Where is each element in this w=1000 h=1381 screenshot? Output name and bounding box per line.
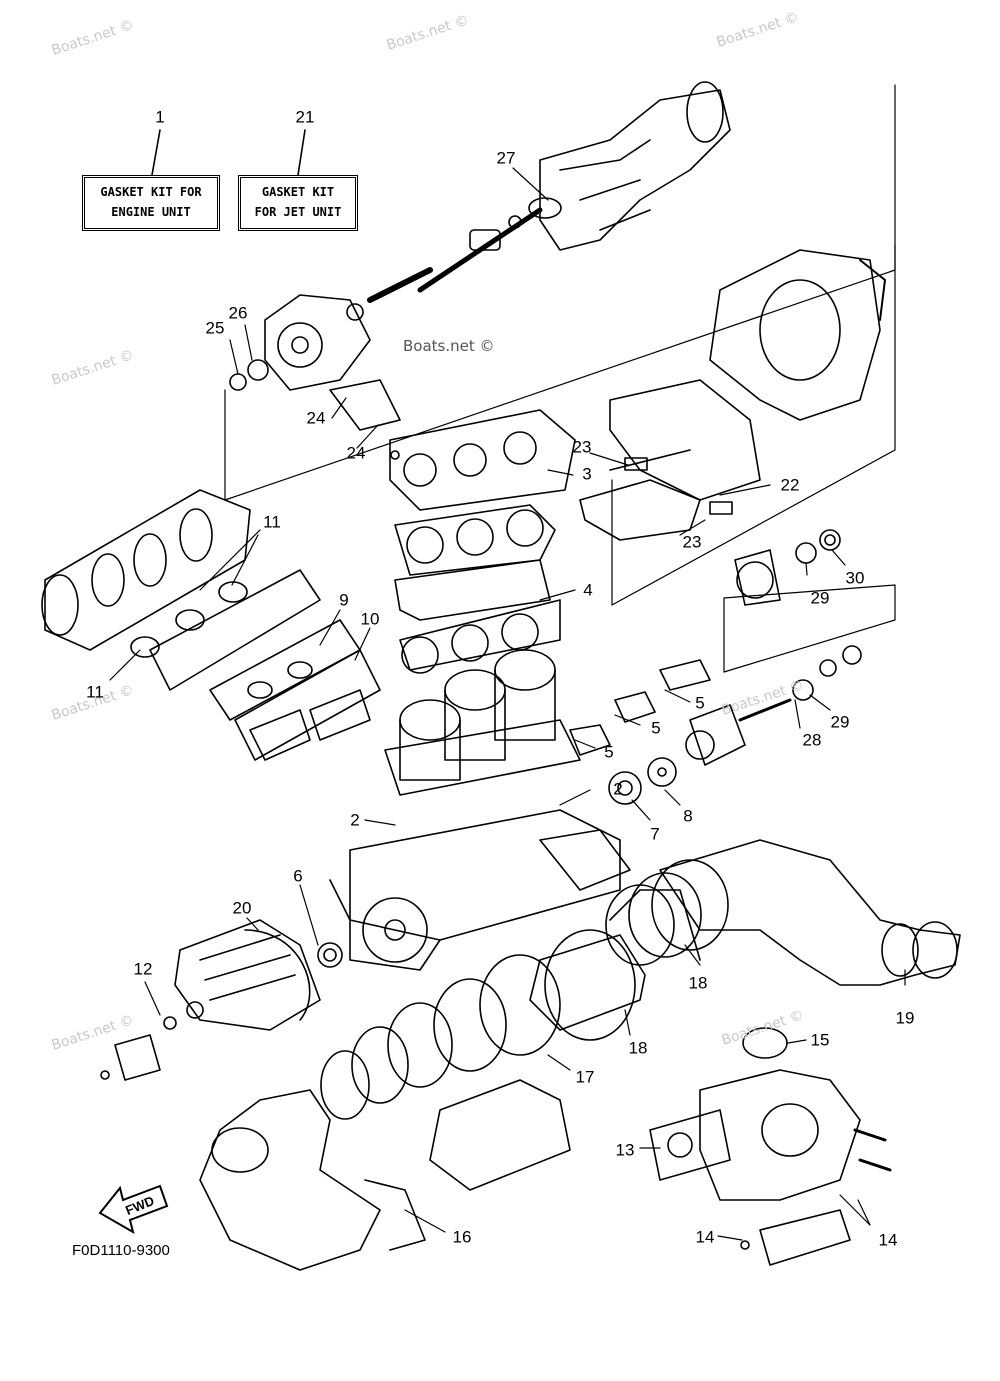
exhaust-manifold-drawing [649,1027,892,1266]
kit-line-1: GASKET KIT [261,185,335,199]
exhaust-pipe-drawing [605,839,961,986]
callout-23: 23 [682,532,702,552]
leader-lines [109,167,906,1241]
callout-24: 24 [346,443,366,463]
callout-27: 27 [496,148,516,168]
intake-manifold-drawing [41,489,381,761]
magneto-cover-drawing [100,919,321,1081]
callout-7: 7 [650,824,660,844]
callout-19: 19 [895,1008,915,1028]
callout-26: 26 [228,303,248,323]
callout-21: 21 [295,107,315,127]
exhaust-chamber-drawing [199,929,646,1271]
callout-4: 4 [583,580,593,600]
callout-14: 14 [695,1227,715,1247]
callout-30: 30 [845,568,865,588]
callout-3: 3 [582,464,592,484]
callout-2: 2 [613,779,623,799]
callout-15: 15 [810,1030,830,1050]
gasket-kit-jet-box: GASKET KIT FOR JET UNIT [238,175,358,231]
callout-11: 11 [86,682,104,702]
callout-29: 29 [830,712,850,732]
leader-line [297,129,306,176]
bearing-group-drawing [689,529,862,766]
kit-line-1: GASKET KIT FOR [100,185,202,199]
callout-22: 22 [780,475,800,495]
crankcase-drawing [317,809,631,971]
leader-line [151,129,161,176]
callout-9: 9 [339,590,349,610]
callout-16: 16 [452,1227,472,1247]
callout-13: 13 [615,1140,635,1160]
jet-frame-drawing [579,249,886,541]
callout-20: 20 [232,898,252,918]
callout-5: 5 [651,718,661,738]
fwd-arrow-icon: FWD [98,1184,169,1235]
callout-5: 5 [695,693,705,713]
callout-18: 18 [628,1038,648,1058]
kit-line-2: FOR JET UNIT [254,205,342,219]
pump-housing-drawing [229,294,401,460]
diagram-code: F0D1110-9300 [72,1242,170,1259]
callout-29: 29 [810,588,830,608]
callout-23: 23 [572,437,592,457]
callout-6: 6 [293,866,303,886]
watermark-main: Boats.net © [403,337,495,355]
cylinder-block-drawing [384,649,711,796]
callout-12: 12 [133,959,153,979]
callout-25: 25 [205,318,225,338]
callout-18: 18 [688,973,708,993]
crank-bearing-drawing [608,730,715,805]
callout-1: 1 [155,107,165,127]
callout-17: 17 [575,1067,595,1087]
callout-10: 10 [360,609,380,629]
kit-line-2: ENGINE UNIT [111,205,191,219]
callout-5: 5 [604,742,614,762]
cylinder-head-drawing [389,409,576,674]
callout-28: 28 [802,730,822,750]
callout-11: 11 [263,512,281,532]
callout-8: 8 [683,806,693,826]
gasket-kit-engine-box: GASKET KIT FOR ENGINE UNIT [82,175,220,231]
callout-2: 2 [350,810,360,830]
callout-24: 24 [306,408,326,428]
callout-14: 14 [878,1230,898,1250]
jet-unit-drawing [346,81,731,321]
